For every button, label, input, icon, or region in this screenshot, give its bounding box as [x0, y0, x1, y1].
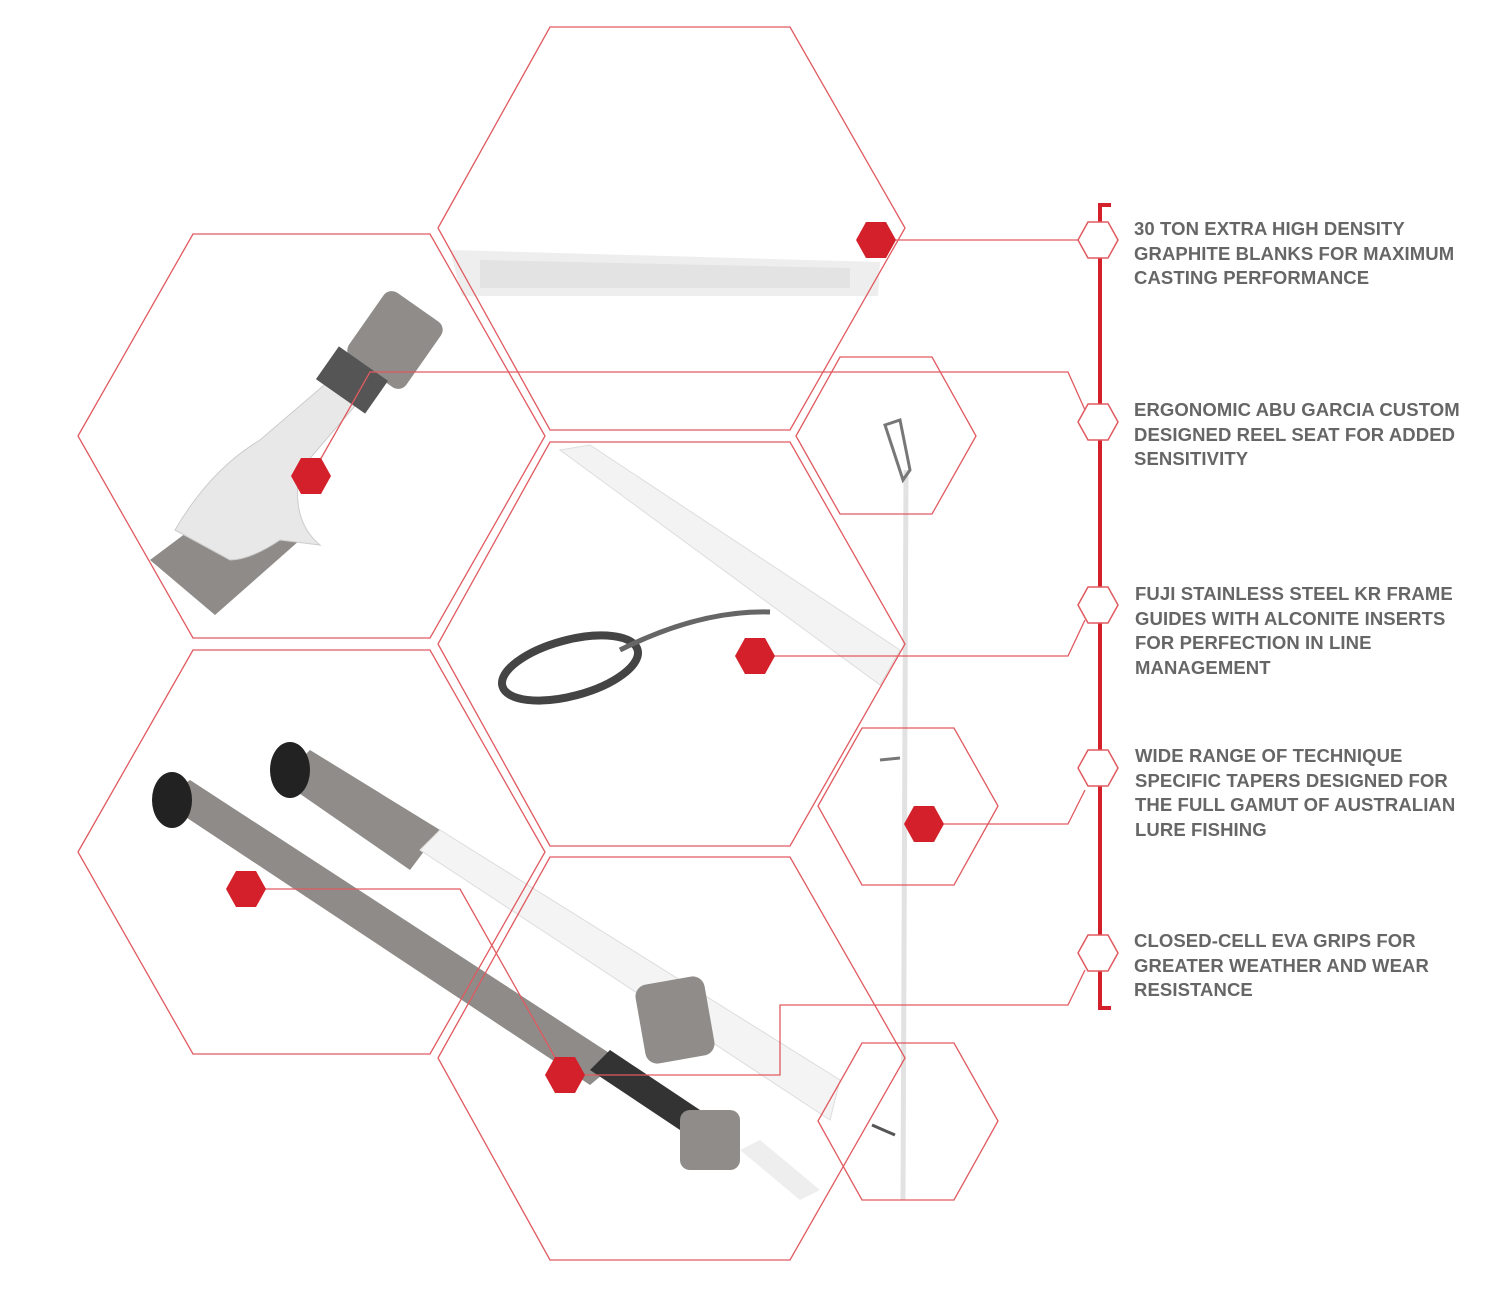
- hex-frame-tip-3: [817, 1042, 999, 1201]
- timeline-node-3: [1077, 586, 1119, 624]
- connector-lines: [246, 239, 1086, 1076]
- hex-frame-reel-seat: [77, 233, 546, 639]
- feature-graphite-blanks: 30 TON EXTRA HIGH DENSITY GRAPHITE BLANK…: [1134, 218, 1455, 289]
- hex-frame-blank: [437, 26, 906, 431]
- feature-tapers: WIDE RANGE OF TECHNIQUE SPECIFIC TAPERS …: [1135, 745, 1456, 840]
- line-guide-image: [497, 444, 901, 705]
- hexagon-frames: [77, 26, 999, 1261]
- marker-blank: [856, 222, 896, 258]
- hex-frame-tip-2: [817, 727, 999, 886]
- marker-guide: [735, 638, 775, 674]
- timeline-node-1: [1077, 221, 1119, 259]
- grips-image: [152, 742, 841, 1200]
- hotspot-markers: [226, 222, 944, 1093]
- marker-reel-seat: [291, 458, 331, 494]
- hex-frame-grips: [77, 649, 546, 1055]
- hex-frame-bottom: [437, 856, 906, 1261]
- rod-blank-image: [450, 250, 880, 296]
- feature-reel-seat: ERGONOMIC ABU GARCIA CUSTOM DESIGNED REE…: [1134, 399, 1460, 470]
- timeline-node-2: [1077, 403, 1119, 441]
- timeline-node-5: [1077, 934, 1119, 972]
- rod-tip-image: [871, 418, 912, 1201]
- feature-timeline: [1077, 203, 1119, 1010]
- hex-frame-guide: [437, 441, 906, 847]
- timeline-node-4: [1077, 749, 1119, 787]
- marker-grip-2: [545, 1057, 585, 1093]
- feature-eva-grips: CLOSED-CELL EVA GRIPS FOR GREATER WEATHE…: [1134, 930, 1429, 1001]
- hex-frame-tip-1: [795, 356, 977, 515]
- reel-seat-image: [150, 291, 443, 615]
- marker-grip: [226, 871, 266, 907]
- feature-fuji-guides: FUJI STAINLESS STEEL KR FRAME GUIDES WIT…: [1135, 583, 1453, 678]
- marker-taper: [904, 806, 944, 842]
